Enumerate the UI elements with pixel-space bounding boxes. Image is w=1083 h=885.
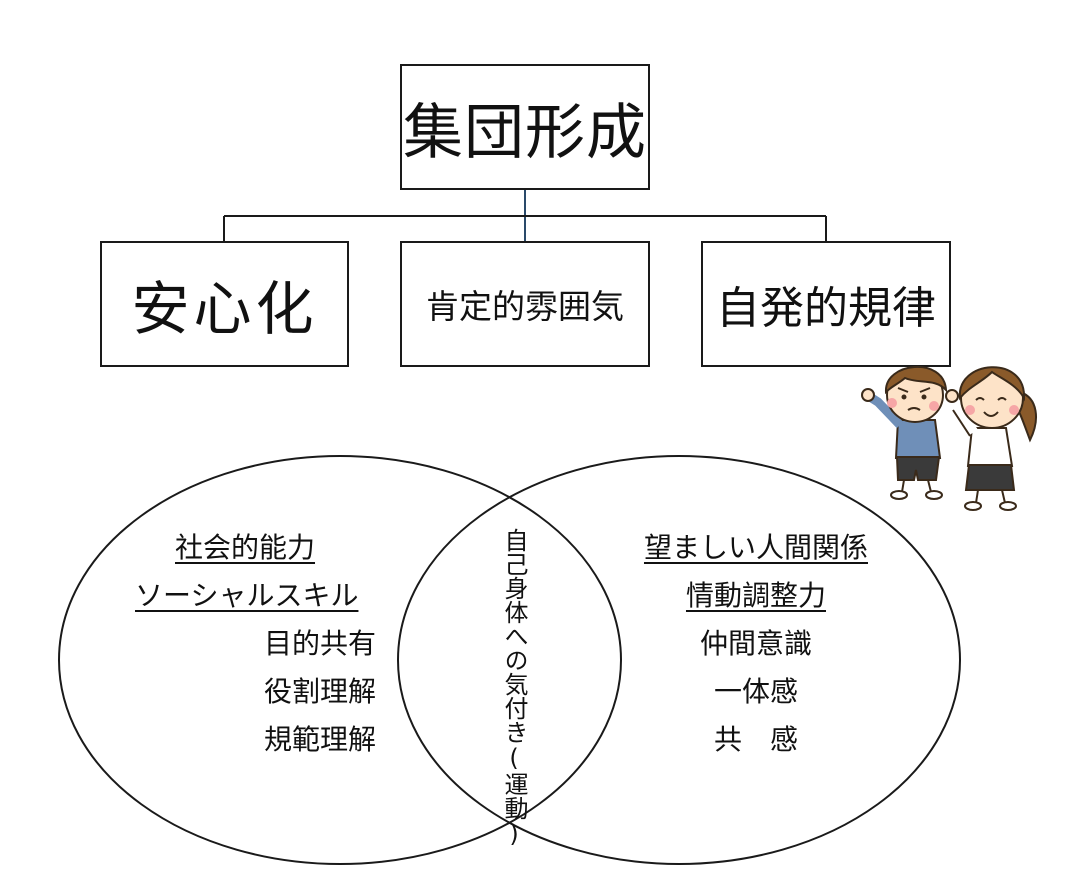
right-item-fellowship: 仲間意識 [699, 627, 812, 660]
boy-cheek [887, 398, 897, 408]
girl-skirt [964, 464, 1016, 491]
left-item-social-skills: ソーシャルスキル [135, 579, 359, 612]
boy-figure [861, 366, 948, 500]
right-item-emotion-regulation: 情動調整力 [685, 579, 826, 612]
boy-brow [897, 387, 909, 393]
boy-shoe-left [890, 490, 908, 500]
boy-cheek [929, 401, 939, 411]
left-item-role-understanding: 役割理解 [263, 675, 376, 708]
girl-shirt [966, 427, 1014, 467]
girl-eye [975, 397, 985, 401]
girl-hair [958, 366, 1026, 402]
girl-shoe-left [964, 501, 982, 511]
venn-left-ellipse [58, 455, 622, 865]
boy-brow [919, 387, 931, 393]
boy-hand [861, 388, 875, 402]
girl-figure [945, 366, 1037, 511]
girl-eye [997, 397, 1007, 401]
venn-right-ellipse [397, 455, 961, 865]
left-item-shared-purpose: 目的共有 [263, 627, 376, 660]
boy-mouth [907, 407, 921, 411]
boy-leg-left [901, 479, 905, 493]
boy-hair [884, 366, 948, 395]
boy-eye [901, 394, 907, 400]
overlap-label-body-awareness: 自己身体への気付き(運動) [500, 528, 528, 848]
left-item-norm-understanding: 規範理解 [263, 723, 376, 756]
right-item-empathy: 共 感 [713, 723, 798, 756]
right-item-sense-of-unity: 一体感 [713, 675, 798, 708]
child-box-label: 自発的規律 [716, 283, 936, 334]
child-box-sense-of-security: 安心化 [100, 241, 349, 367]
left-item-social-ability: 社会的能力 [175, 531, 316, 564]
child-box-voluntary-discipline: 自発的規律 [701, 241, 951, 367]
boy-shoe-right [925, 490, 943, 500]
girl-leg-left [975, 489, 979, 504]
girl-leg-right [1001, 489, 1006, 504]
girl-mouth [983, 411, 999, 417]
girl-cheek [965, 405, 975, 415]
girl-arm-outline [952, 409, 971, 437]
child-box-label: 肯定的雰囲気 [426, 287, 624, 326]
child-box-label: 安心化 [131, 275, 318, 343]
top-box-label: 集団形成 [403, 97, 647, 168]
right-item-desirable-relationships: 望ましい人間関係 [643, 531, 868, 564]
venn-diagram [58, 455, 961, 865]
boy-shirt [894, 419, 942, 459]
boy-eye [921, 394, 927, 400]
girl-shoe-right [999, 501, 1017, 511]
child-box-positive-atmosphere: 肯定的雰囲気 [400, 241, 650, 367]
boy-leg-right [927, 479, 932, 493]
boy-shorts [895, 456, 941, 481]
girl-cheek [1009, 405, 1019, 415]
tree-connectors [223, 190, 827, 241]
girl-hand [945, 389, 959, 403]
top-box-group-formation: 集団形成 [400, 64, 650, 190]
